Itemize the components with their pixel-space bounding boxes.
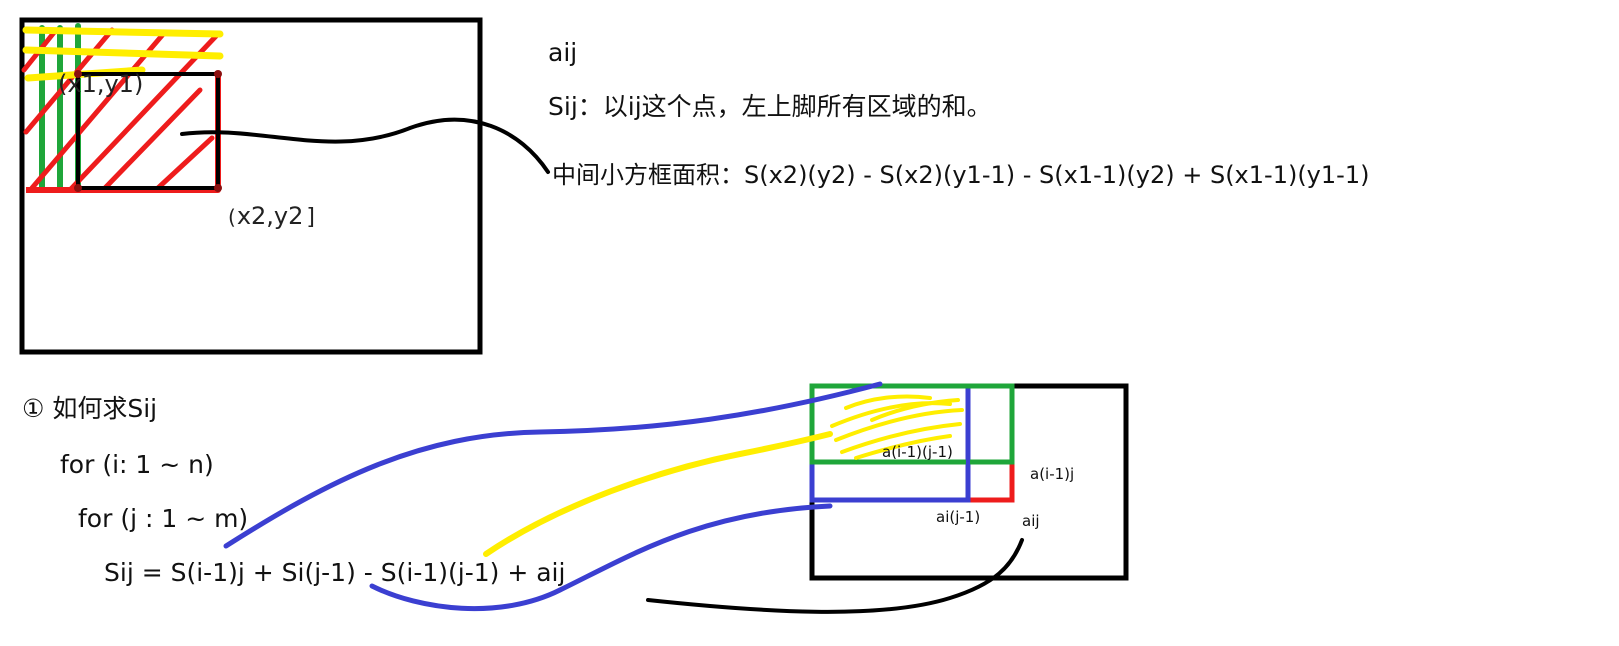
red-hatch-strokes bbox=[21, 27, 221, 193]
point-label-close-bracket: ] bbox=[306, 205, 315, 230]
point-label-x2y2-group: (x2,y2] bbox=[228, 204, 315, 229]
green-region-rect bbox=[809, 383, 1015, 465]
blue-connector-lower bbox=[369, 503, 833, 612]
corner-dot-br bbox=[214, 184, 222, 192]
note-sij-definition: Sij：以ij这个点，左上脚所有区域的和。 bbox=[548, 92, 992, 121]
note-area-formula: 中间小方框面积：S(x2)(y2) - S(x2)(y1-1) - S(x1-1… bbox=[552, 161, 1370, 189]
corner-dot-bl bbox=[74, 184, 82, 192]
corner-dot-tr bbox=[214, 70, 222, 78]
grid-label-cell: aij bbox=[1022, 512, 1040, 530]
step-loop-j: for (j : 1 ~ m) bbox=[78, 504, 249, 533]
corner-dot-tl bbox=[74, 70, 82, 78]
note-aij: aij bbox=[548, 38, 578, 67]
step-heading: ① 如何求Sij bbox=[22, 394, 158, 423]
bottom-grid-diagram bbox=[646, 383, 1129, 614]
point-label-x2y2: x2,y2 bbox=[236, 202, 304, 230]
blue-connector-upper bbox=[223, 381, 883, 549]
outer-rect-top bbox=[19, 17, 483, 355]
connector-curve-aij bbox=[646, 538, 1024, 614]
yellow-connector bbox=[483, 431, 833, 557]
grid-label-up: a(i-1)j bbox=[1030, 465, 1075, 483]
yellow-scribble-strokes bbox=[830, 394, 964, 460]
top-left-diagram bbox=[19, 17, 550, 355]
point-label-open-paren: ( bbox=[228, 205, 236, 229]
formula-connector-strokes bbox=[223, 381, 883, 612]
grid-label-left: ai(j-1) bbox=[936, 508, 981, 526]
grid-label-diag: a(i-1)(j-1) bbox=[882, 443, 953, 461]
point-label-x1y1: (x1,y1) bbox=[58, 70, 144, 98]
step-loop-i: for (i: 1 ~ n) bbox=[60, 450, 214, 479]
step-recurrence: Sij = S(i-1)j + Si(j-1) - S(i-1)(j-1) + … bbox=[104, 558, 566, 587]
connector-curve-top bbox=[180, 117, 550, 174]
